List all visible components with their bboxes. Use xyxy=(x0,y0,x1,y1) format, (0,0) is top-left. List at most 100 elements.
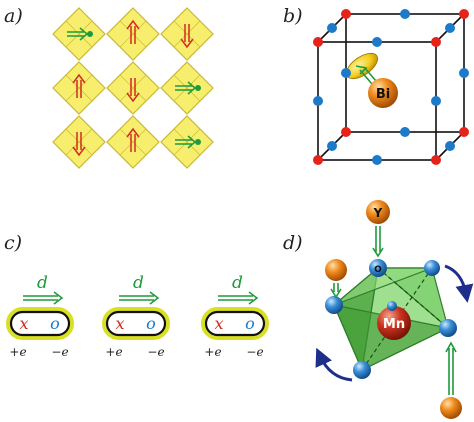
oxygen-site xyxy=(372,37,382,47)
a-site-ion-bottom xyxy=(440,397,462,419)
rotation-arrow-right xyxy=(444,264,474,303)
negative-charge-label: −e xyxy=(246,345,263,359)
dipole: d x o +e −e xyxy=(102,273,170,359)
mno6-octahedron xyxy=(332,266,450,373)
y-displacement-arrow xyxy=(372,226,384,258)
spin-up-arrow xyxy=(72,73,86,98)
plaquette-diagonal xyxy=(173,74,201,102)
oxygen-site xyxy=(327,141,337,151)
dipole-moment-arrow xyxy=(119,291,160,305)
y-ion xyxy=(366,200,390,224)
positive-charge-symbol: x xyxy=(19,314,28,333)
dipole-right-arrow xyxy=(175,135,201,149)
plaquette-cell xyxy=(52,115,106,169)
plaquette-diagonal xyxy=(65,20,93,48)
corner-site xyxy=(341,127,351,137)
plaquette-diagonal xyxy=(119,20,147,48)
oxygen-site xyxy=(341,68,351,78)
spin-up-arrow xyxy=(126,127,140,152)
plaquette-cell xyxy=(160,115,214,169)
bi-ion-label: Bi xyxy=(376,87,390,102)
rotation-arrow-left xyxy=(315,347,353,382)
plaquette-diagonal xyxy=(65,74,93,102)
mn-ion-label: Mn xyxy=(383,317,405,332)
dipole-halo xyxy=(102,307,170,340)
plaquette-cell xyxy=(106,61,160,115)
lone-pair-lobe xyxy=(345,52,379,80)
corner-site xyxy=(313,155,323,165)
dipole-moment-arrow xyxy=(23,291,64,305)
oxygen-atom xyxy=(424,260,440,276)
a-site-ion-left xyxy=(325,259,347,281)
oxygen-atom-back xyxy=(387,301,397,311)
oxygen-site xyxy=(313,96,323,106)
corner-site xyxy=(431,37,441,47)
spin-down-arrow xyxy=(72,132,86,157)
negative-charge-symbol: o xyxy=(245,314,255,333)
dipole-dot xyxy=(195,139,201,145)
dipole-capsule xyxy=(204,310,266,337)
spin-down-arrow xyxy=(126,78,140,103)
oxygen-site xyxy=(400,9,410,19)
plaquette-cell xyxy=(160,7,214,61)
spin-down-arrow xyxy=(180,24,194,49)
plaquette-diagonal xyxy=(173,128,201,156)
y-ion-label: Y xyxy=(373,206,383,220)
positive-charge-label: +e xyxy=(9,345,26,359)
dipole-d-label: d xyxy=(133,273,144,293)
positive-charge-label: +e xyxy=(204,345,221,359)
plaquette-diagonal xyxy=(173,20,201,48)
negative-charge-symbol: o xyxy=(146,314,156,333)
oxygen-label: O xyxy=(374,265,382,275)
corner-site xyxy=(431,155,441,165)
panel-a: a) xyxy=(4,5,214,169)
dipole-capsule xyxy=(105,310,167,337)
oxygen-site xyxy=(445,23,455,33)
dipole-right-arrow xyxy=(67,27,93,41)
cube-atoms xyxy=(313,9,469,165)
oxygen-atom xyxy=(325,296,343,314)
oxygen-site xyxy=(431,96,441,106)
plaquette-grid xyxy=(52,7,214,169)
panel-a-label: a) xyxy=(4,5,23,27)
plaquette-diagonal xyxy=(65,128,93,156)
corner-site xyxy=(459,9,469,19)
positive-charge-symbol: x xyxy=(214,314,223,333)
dipole: d x o +e −e xyxy=(201,273,269,359)
oxygen-atom xyxy=(439,319,457,337)
panel-b: b) Bi xyxy=(283,5,469,165)
corner-site xyxy=(313,37,323,47)
plaquette-cell xyxy=(52,61,106,115)
dipole-moment-arrow xyxy=(218,291,259,305)
polarization-arrow xyxy=(355,65,377,85)
corner-site xyxy=(459,127,469,137)
dipole-right-arrow xyxy=(175,81,201,95)
dipole-d-label: d xyxy=(37,273,48,293)
oxygen-site xyxy=(400,127,410,137)
panel-d: d) Y Mn O xyxy=(283,200,474,419)
oxygen-site xyxy=(459,68,469,78)
plaquette-cell xyxy=(106,7,160,61)
corner-site xyxy=(341,9,351,19)
negative-charge-label: −e xyxy=(51,345,68,359)
dipole-dot xyxy=(87,31,93,37)
plaquette-cell xyxy=(52,7,106,61)
dipole-dot xyxy=(195,85,201,91)
dipole-d-label: d xyxy=(232,273,243,293)
mn-ion xyxy=(377,306,411,340)
bottom-displacement-arrow xyxy=(445,341,457,395)
panel-c-label: c) xyxy=(4,232,22,254)
positive-charge-symbol: x xyxy=(115,314,124,333)
plaquette-cell xyxy=(106,115,160,169)
dipole-halo xyxy=(201,307,269,340)
oxygen-site xyxy=(445,141,455,151)
negative-charge-label: −e xyxy=(147,345,164,359)
left-displacement-arrow xyxy=(330,283,342,299)
positive-charge-label: +e xyxy=(105,345,122,359)
bi-ion xyxy=(368,78,398,108)
dipole-capsule xyxy=(9,310,71,337)
oxygen-site xyxy=(372,155,382,165)
